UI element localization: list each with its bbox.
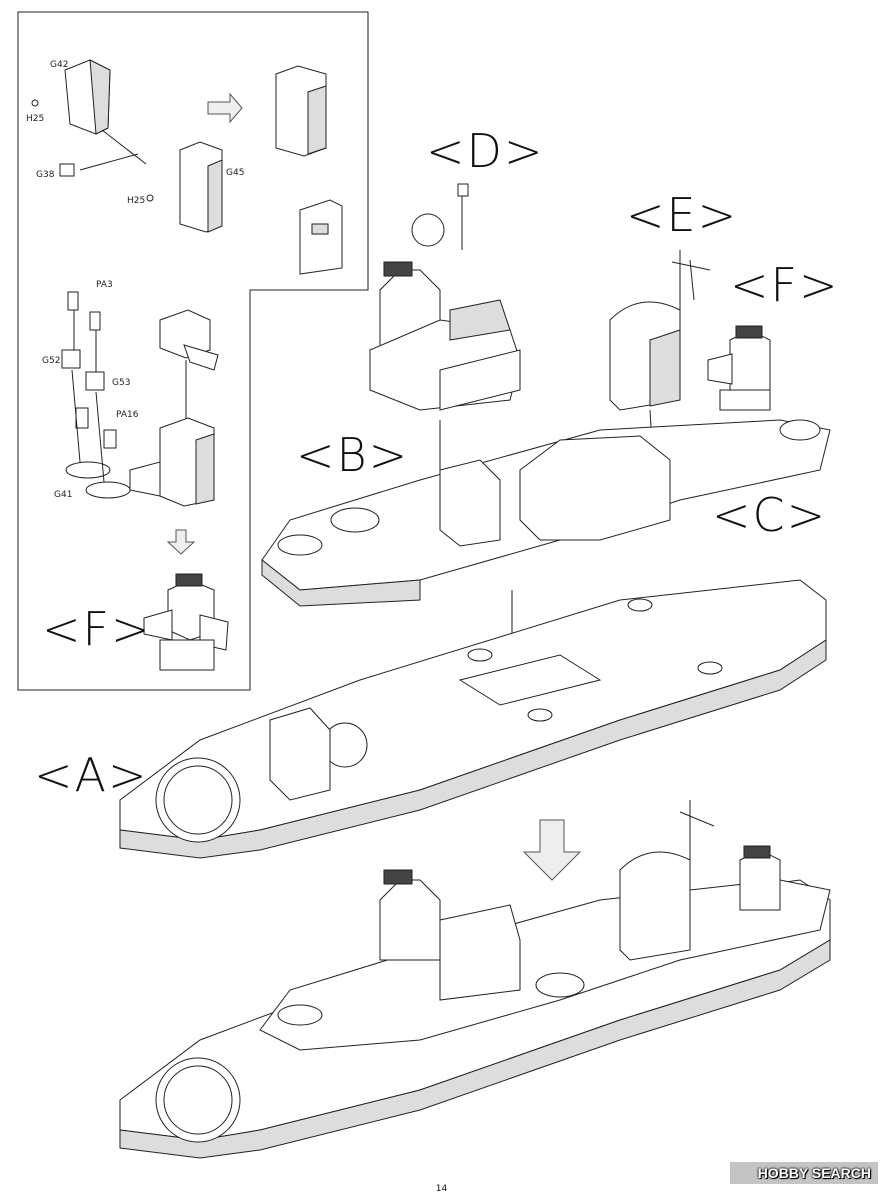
section-label-f-sub: <F> bbox=[42, 602, 152, 656]
part-g53 bbox=[85, 371, 105, 391]
label-g53: G53 bbox=[112, 378, 131, 388]
label-g42: G42 bbox=[50, 60, 69, 70]
funnel-structure-e bbox=[609, 250, 711, 411]
part-g41 bbox=[65, 461, 131, 499]
part-h25 bbox=[31, 99, 39, 107]
part-g52 bbox=[61, 349, 81, 369]
part-h25-b bbox=[146, 194, 154, 202]
arrow-down-large-icon bbox=[522, 819, 582, 881]
section-label-e: <E> bbox=[626, 188, 739, 242]
arrow-down-icon bbox=[166, 529, 196, 555]
arrow-right-icon bbox=[207, 92, 243, 124]
bridge-structure-d bbox=[369, 183, 521, 411]
watermark-bg bbox=[730, 1162, 878, 1184]
section-label-d: <D> bbox=[426, 124, 545, 178]
watermark: HOBBY SEARCH bbox=[757, 1165, 871, 1181]
assembled-director-f bbox=[143, 573, 229, 671]
label-g45: G45 bbox=[226, 168, 245, 178]
superstructure-deck-bc bbox=[261, 419, 831, 607]
label-pa16: PA16 bbox=[116, 410, 139, 420]
page-number: 14 bbox=[435, 1184, 448, 1194]
director-structure-f bbox=[707, 325, 771, 411]
funnel-part-g45 bbox=[179, 141, 223, 233]
part-g38 bbox=[59, 163, 75, 177]
label-g52: G52 bbox=[42, 356, 61, 366]
section-label-f-main: <F> bbox=[730, 258, 840, 312]
subassembly-frame bbox=[17, 11, 369, 691]
completed-ship bbox=[119, 800, 831, 1159]
label-pa3: PA3 bbox=[96, 280, 113, 290]
assembled-funnel bbox=[275, 65, 343, 275]
section-label-a: <A> bbox=[34, 748, 149, 802]
label-g41: G41 bbox=[54, 490, 73, 500]
part-pa16 bbox=[75, 407, 117, 449]
label-g38: G38 bbox=[36, 170, 55, 180]
section-label-b: <B> bbox=[296, 428, 410, 482]
hull-deck-a bbox=[119, 579, 827, 859]
section-label-c: <C> bbox=[712, 488, 828, 542]
pa3-gun-parts bbox=[67, 291, 101, 331]
label-h25-b: H25 bbox=[127, 196, 146, 206]
director-tower-part bbox=[129, 309, 219, 507]
funnel-part-g42 bbox=[64, 59, 111, 135]
label-h25-a: H25 bbox=[26, 114, 45, 124]
